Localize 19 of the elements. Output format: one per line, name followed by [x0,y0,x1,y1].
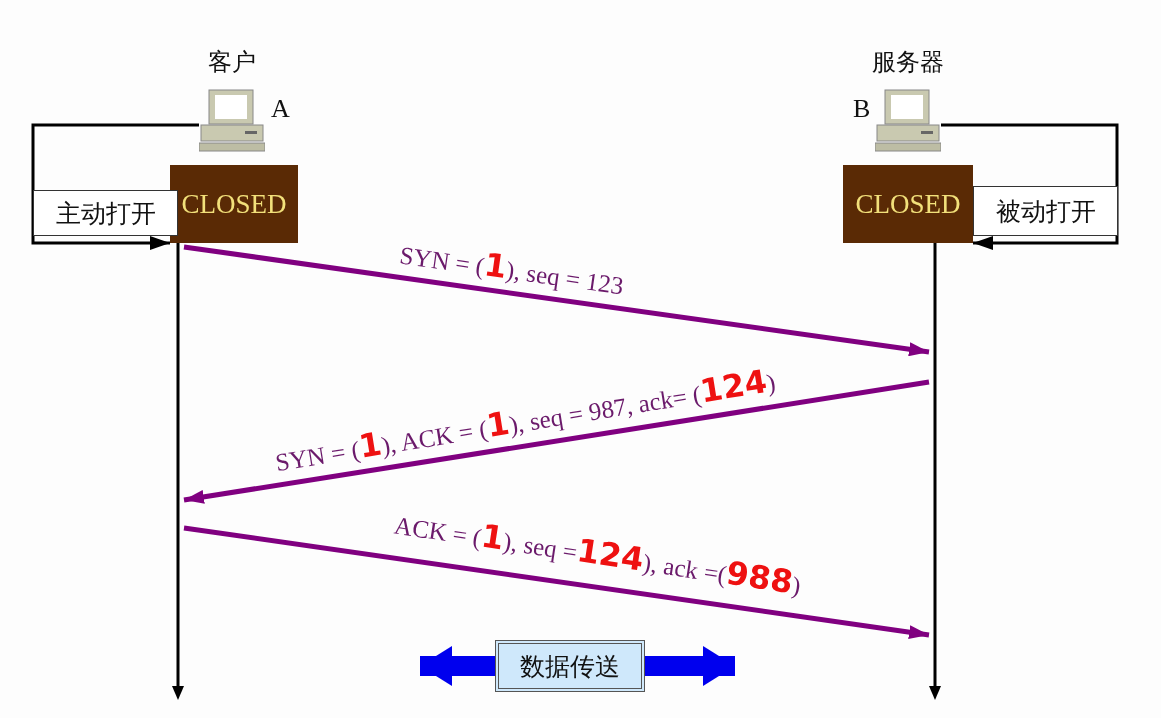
edge-label: SYN = (1), ACK = (1), seq = 987, ack= (124) [272,361,778,479]
message-arrow [183,379,930,504]
elbow-arrow [31,123,199,250]
double-arrow-half [420,646,495,686]
edge-label: SYN = (1), seq = 123 [397,240,627,302]
edge-label: 被动打开 [973,186,1118,236]
edge-label: 主动打开 [33,190,178,236]
elbow-arrow [941,123,1119,250]
edge-label: ACK = (1), seq =124), ack =(988) [392,510,804,603]
state-box: CLOSED [843,165,973,243]
state-box: CLOSED [170,165,298,243]
message-arrow [183,525,930,640]
double-arrow-half [645,646,735,686]
host-letter: A [271,94,290,124]
host-heading: 客户 [208,47,256,78]
message-arrow [183,244,930,357]
data-transfer-box: 数据传送 [495,640,645,692]
host-heading: 服务器 [872,47,944,78]
host-letter: B [853,94,871,124]
